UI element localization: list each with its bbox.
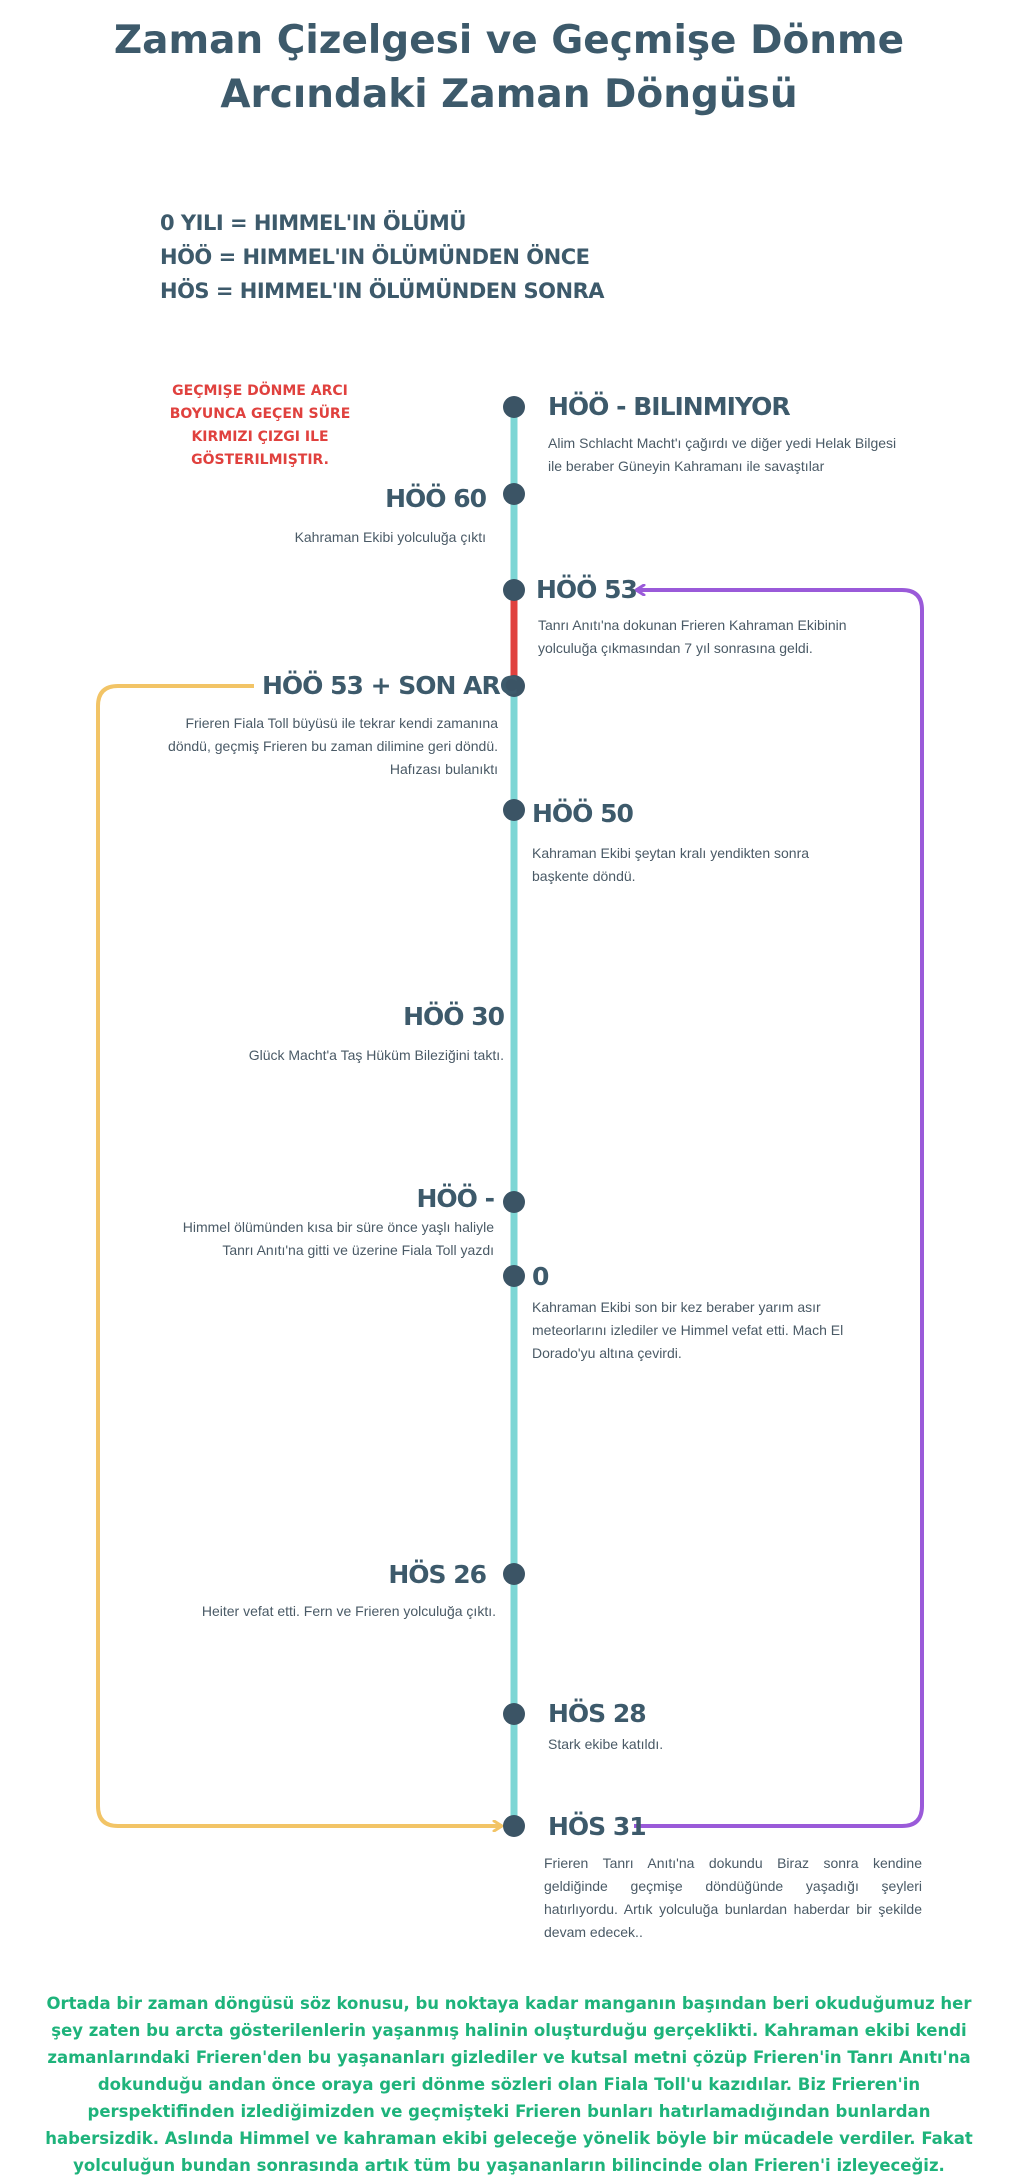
purple-loop-arrow	[634, 590, 924, 1828]
legend-hos: HÖS = HIMMEL'IN ÖLÜMÜNDEN SONRA	[160, 279, 605, 303]
red-segment-note: GEÇMIŞE DÖNME ARCI BOYUNCA GEÇEN SÜRE KI…	[169, 383, 351, 468]
legend-hoo: HÖÖ = HIMMEL'IN ÖLÜMÜNDEN ÖNCE	[160, 245, 590, 269]
event-dot	[503, 483, 525, 505]
event-desc-year-zero: Kahraman Ekibi son bir kez beraber yarım…	[532, 1299, 844, 1361]
event-title-hoo-50: HÖÖ 50	[532, 799, 634, 828]
event-title-hos-31: HÖS 31	[548, 1812, 647, 1841]
event-desc-hoo-30: Glück Macht'a Taş Hüküm Bileziğini taktı…	[248, 1047, 504, 1063]
legend-year-zero: 0 YILI = HIMMEL'IN ÖLÜMÜ	[160, 211, 466, 235]
title-line-2: Arcındaki Zaman Döngüsü	[220, 72, 798, 117]
event-dot	[503, 396, 525, 418]
event-desc-hos-28: Stark ekibe katıldı.	[548, 1736, 664, 1752]
event-dot	[503, 1703, 525, 1725]
event-desc-hoo-53: Tanrı Anıtı'na dokunan Frieren Kahraman …	[538, 617, 847, 656]
event-desc-hos-26: Heiter vefat etti. Fern ve Frieren yolcu…	[201, 1603, 496, 1619]
event-title-year-zero: 0	[532, 1262, 549, 1291]
event-desc-hoo-dash: Himmel ölümünden kısa bir süre önce yaşl…	[182, 1219, 494, 1258]
event-desc-hoo-53-final-arc: Frieren Fiala Toll büyüsü ile tekrar ken…	[168, 715, 498, 777]
event-dot	[503, 1265, 525, 1287]
event-dot	[503, 579, 525, 601]
event-title-hoo-30: HÖÖ 30	[403, 1002, 505, 1031]
event-title-hoo-53-final-arc: HÖÖ 53 + SON ARC	[262, 671, 518, 700]
event-desc-hoo-50: Kahraman Ekibi şeytan kralı yendikten so…	[532, 845, 810, 884]
legend: 0 YILI = HIMMEL'IN ÖLÜMÜ HÖÖ = HIMMEL'IN…	[160, 206, 605, 308]
footer-explanation: Ortada bir zaman döngüsü söz konusu, bu …	[45, 1994, 973, 2175]
event-dot	[503, 799, 525, 821]
event-title-hoo-53: HÖÖ 53	[536, 575, 638, 604]
page-title: Zaman Çizelgesi ve Geçmişe Dönme Arcında…	[0, 14, 1018, 122]
title-line-1: Zaman Çizelgesi ve Geçmişe Dönme	[113, 18, 905, 63]
event-title-hoo-60: HÖÖ 60	[385, 484, 487, 513]
event-dot	[503, 1191, 525, 1213]
event-dot	[503, 1815, 525, 1837]
event-title-hos-26: HÖS 26	[388, 1560, 487, 1589]
event-title-hos-28: HÖS 28	[548, 1699, 647, 1728]
event-desc-hoo-60: Kahraman Ekibi yolculuğa çıktı	[294, 529, 486, 545]
yellow-loop-arrow	[96, 684, 502, 1826]
event-title-hoo-dash: HÖÖ -	[416, 1184, 495, 1213]
event-dot	[503, 1563, 525, 1585]
event-desc-hoo-unknown: Alim Schlacht Macht'ı çağırdı ve diğer y…	[548, 435, 897, 474]
event-desc-hos-31: Frieren Tanrı Anıtı'na dokundu Biraz son…	[544, 1855, 922, 1940]
event-title-hoo-unknown: HÖÖ - BILINMIYOR	[548, 392, 791, 421]
event-dot	[503, 675, 525, 697]
